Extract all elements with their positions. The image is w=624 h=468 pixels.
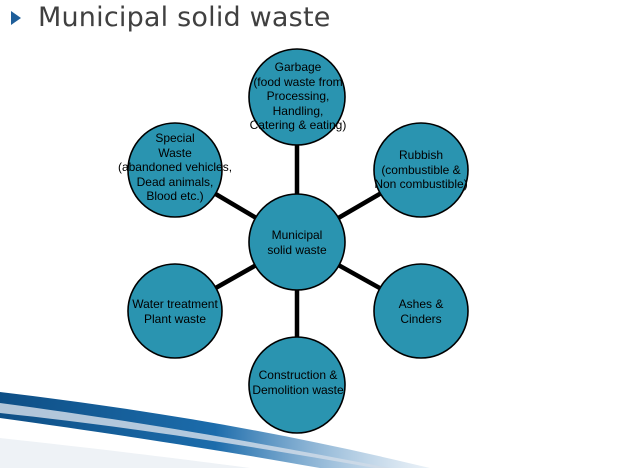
node-construction-label: Construction & Demolition waste (252, 368, 344, 397)
node-special-label: Special Waste (abandoned vehicles, Dead … (117, 131, 233, 203)
corner-swoosh-decoration (0, 392, 430, 468)
title-bullet-icon (11, 11, 21, 25)
center-node-label: Municipal solid waste (267, 228, 327, 257)
node-ashes-circle (373, 263, 469, 359)
node-garbage-label: Garbage (food waste from Processing, Han… (249, 60, 347, 132)
node-water-treatment-circle (127, 263, 223, 359)
node-special-circle (127, 122, 223, 218)
node-garbage-circle (248, 48, 346, 146)
node-rubbish-label: Rubbish (combustible & Non combustible) (374, 148, 468, 191)
node-ashes-label: Ashes & Cinders (398, 297, 444, 326)
center-node-circle (248, 193, 346, 291)
node-circles (127, 48, 469, 434)
node-construction-circle (248, 336, 346, 434)
slide-title: Municipal solid waste (38, 2, 331, 33)
node-rubbish-circle (373, 122, 469, 218)
node-water-treatment-label: Water treatment Plant waste (132, 297, 218, 326)
